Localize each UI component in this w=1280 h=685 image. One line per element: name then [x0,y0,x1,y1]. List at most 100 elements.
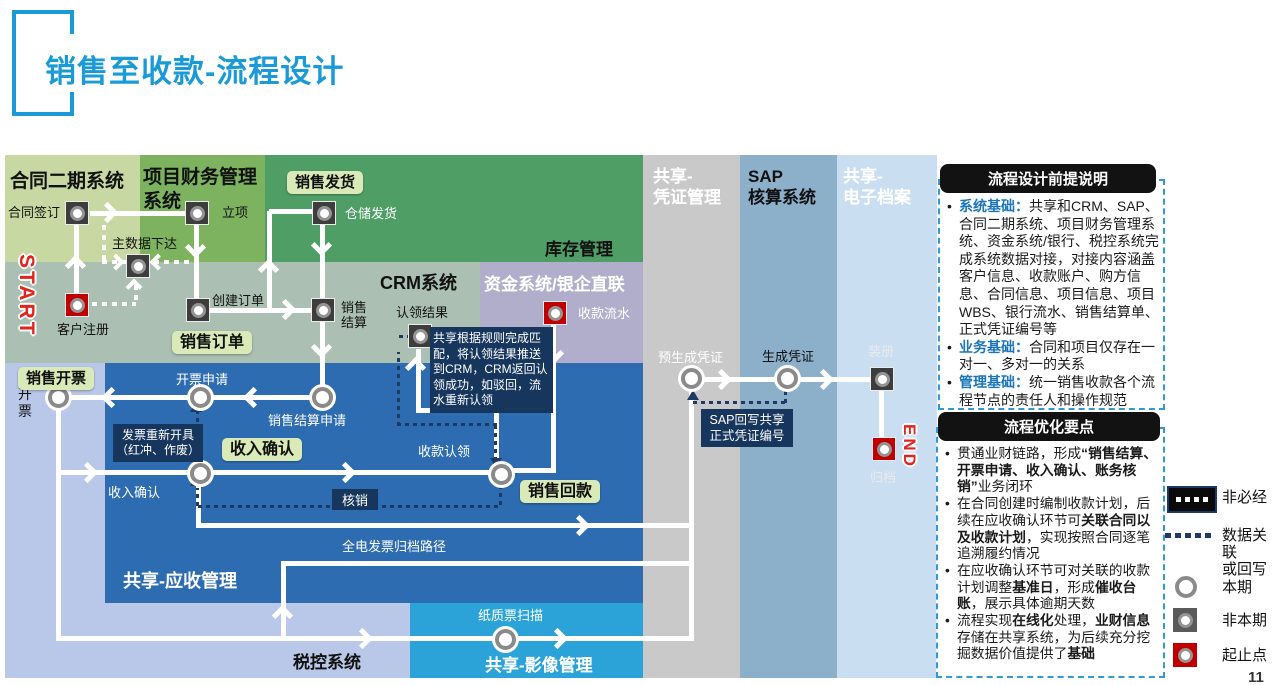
flow-connector [281,563,286,641]
node-current-icon [777,368,798,389]
flow-connector [494,423,497,461]
title-bracket [70,10,74,34]
legend-current-icon [1175,576,1197,598]
flow-connector [879,390,884,442]
badge-sales-collection: 销售回款 [520,480,601,503]
node-label: 生成凭证 [762,349,815,364]
optimize-bullet: 在合同创建时编制收款计划，后续在应收确认环节可关联合同以及收款计划，实现按照合同… [944,496,1160,563]
legend-noncurrent-label: 非本期 [1222,612,1268,629]
zone-label-contract: 合同二期系统 [10,171,125,192]
callout-writeoff: 核销 [332,489,379,510]
flow-connector [196,523,693,528]
zone-label-earchive-lane: 共享- 电子档案 [843,167,911,207]
badge-sales-invoicing: 销售开票 [18,367,95,390]
flow-connector [551,325,556,473]
flow-connector [102,260,126,264]
zone-label-project: 项目财务管理 系统 [143,167,258,212]
flow-connector [499,487,502,505]
callout-crm-match: 共享根据规则完成匹配，将认领结果推送到CRM，CRM返回认领成功，如驳回，流水重… [430,327,553,413]
zone-label-inventory: 库存管理 [545,240,613,259]
node-current-icon [491,464,512,485]
title-bracket [12,112,74,116]
flow-connector [60,470,192,475]
node-label: 开 票 [18,386,32,419]
node-noncurrent-icon [312,201,336,225]
node-current-icon [495,629,516,650]
zone-label-crm: CRM系统 [380,273,457,293]
node-noncurrent-icon [185,201,209,225]
node-noncurrent-icon [408,324,432,348]
legend-data-link-icon [1165,533,1215,538]
flow-connector [397,423,497,426]
optimize-bullet: 流程实现在线化处理，业财信息存储在共享系统，为后续充分挖掘数据价值提供了基础 [944,613,1160,663]
legend-optional-label: 非必经 [1222,489,1268,506]
zone-label-treasury: 资金系统/银企直联 [484,275,625,294]
end-marker: END [900,424,919,469]
legend-current-label: 本期 [1222,579,1253,596]
optimize-bullets: 贯通业财链路，形成“销售结算、开票申请、收入确认、账务核销”业务闭环在合同创建时… [944,446,1160,663]
zone-label-sap-lane: SAP 核算系统 [748,167,816,207]
legend-endpoint-label: 起止点 [1222,647,1268,664]
zone-earchive-lane [837,155,937,678]
flow-connector [796,377,874,382]
zone-label-voucher-lane: 共享- 凭证管理 [653,167,721,207]
node-noncurrent-icon [870,367,894,391]
node-label: 合同签订 [8,205,61,220]
page-title: 销售至收款-流程设计 [45,54,345,89]
legend-data-link-label: 数据关联 或回写 [1222,527,1268,578]
node-label: 收款认领 [418,444,471,459]
badge-sales-order: 销售订单 [172,331,253,354]
flow-connector [784,390,787,403]
prereq-bullet: 管理基础：统一销售收款各个流程节点的责任人和操作规范 [946,374,1159,409]
optimize-bullet: 贯通业财链路，形成“销售结算、开票申请、收入确认、账务核销”业务闭环 [944,446,1160,496]
legend-endpoint-icon [1173,643,1197,667]
node-label: 预生成凭证 [658,350,724,365]
node-endpoint-icon [872,437,896,461]
flow-connector [513,468,556,473]
flow-connector [210,395,314,400]
node-noncurrent-icon [311,298,335,322]
flow-connector [102,222,106,260]
flow-connector [399,335,409,338]
flow-connector [693,401,786,404]
node-label: 销售结算申请 [268,413,347,428]
flow-connector [281,561,693,566]
flow-connector [134,280,138,300]
node-label: 纸质票扫描 [478,608,544,623]
zone-label-tax: 税控系统 [293,653,361,672]
node-label: 收款流水 [578,306,631,321]
flow-connector [56,636,693,641]
flow-connector [194,223,199,301]
prereq-bullets: 系统基础：共享和CRM、SAP、合同二期系统、项目财务管理系统、资金系统/银行、… [946,198,1159,409]
node-noncurrent-icon [186,298,210,322]
prereq-bullet: 系统基础：共享和CRM、SAP、合同二期系统、项目财务管理系统、资金系统/银行、… [946,198,1159,339]
badge-revenue-confirm: 收入确认 [222,438,303,461]
arrowhead-icon [687,390,699,400]
node-label: 全电发票归档路径 [342,539,447,554]
flow-connector [154,260,196,264]
node-noncurrent-icon [126,254,150,278]
badge-sales-shipping: 销售发货 [287,171,364,194]
flow-connector [397,352,400,426]
node-noncurrent-icon [65,201,89,225]
flow-connector [320,320,325,392]
node-current-icon [190,387,211,408]
flow-connector [208,308,320,313]
node-current-icon [48,387,69,408]
node-label: 装册 [868,344,895,359]
flow-connector [701,377,781,382]
node-label: 认领结果 [396,305,449,320]
node-label: 收入确认 [108,485,161,500]
optimize-header: 流程优化要点 [938,412,1160,441]
flow-connector [196,488,199,506]
flow-connector [90,211,190,216]
node-current-icon [312,387,333,408]
legend-optional-icon [1167,486,1217,513]
title-bracket [12,10,16,116]
node-endpoint-icon [65,293,89,317]
flow-connector [269,209,319,214]
flow-connector [416,349,421,413]
node-current-icon [681,368,702,389]
prereq-header: 流程设计前提说明 [940,164,1156,193]
